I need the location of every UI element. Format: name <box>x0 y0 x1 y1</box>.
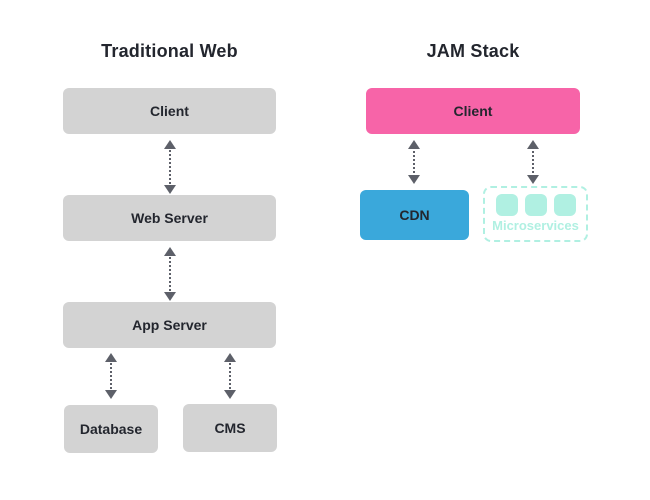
arrow-shaft <box>110 360 112 392</box>
microservices-squares-icon <box>495 194 576 216</box>
arrow-shaft <box>413 147 415 177</box>
left-column-title: Traditional Web <box>101 41 238 61</box>
square-icon <box>553 194 576 216</box>
node-microservices: Microservices <box>483 186 588 242</box>
node-app-server: App Server <box>63 302 276 348</box>
arrow-shaft <box>532 147 534 177</box>
arrow-shaft <box>169 147 171 187</box>
right-column-title: JAM Stack <box>426 41 520 61</box>
node-client-jamstack: Client <box>366 88 580 134</box>
double-arrow-icon <box>162 247 178 301</box>
node-label: Microservices <box>492 218 579 233</box>
arrow-shaft <box>169 254 171 294</box>
node-database: Database <box>64 405 158 453</box>
node-client-traditional: Client <box>63 88 276 134</box>
double-arrow-icon <box>525 140 541 184</box>
node-web-server: Web Server <box>63 195 276 241</box>
node-cdn: CDN <box>360 190 469 240</box>
arrow-shaft <box>229 360 231 392</box>
double-arrow-icon <box>406 140 422 184</box>
double-arrow-icon <box>162 140 178 194</box>
square-icon <box>524 194 547 216</box>
square-icon <box>495 194 518 216</box>
double-arrow-icon <box>222 353 238 399</box>
node-cms: CMS <box>183 404 277 452</box>
double-arrow-icon <box>103 353 119 399</box>
